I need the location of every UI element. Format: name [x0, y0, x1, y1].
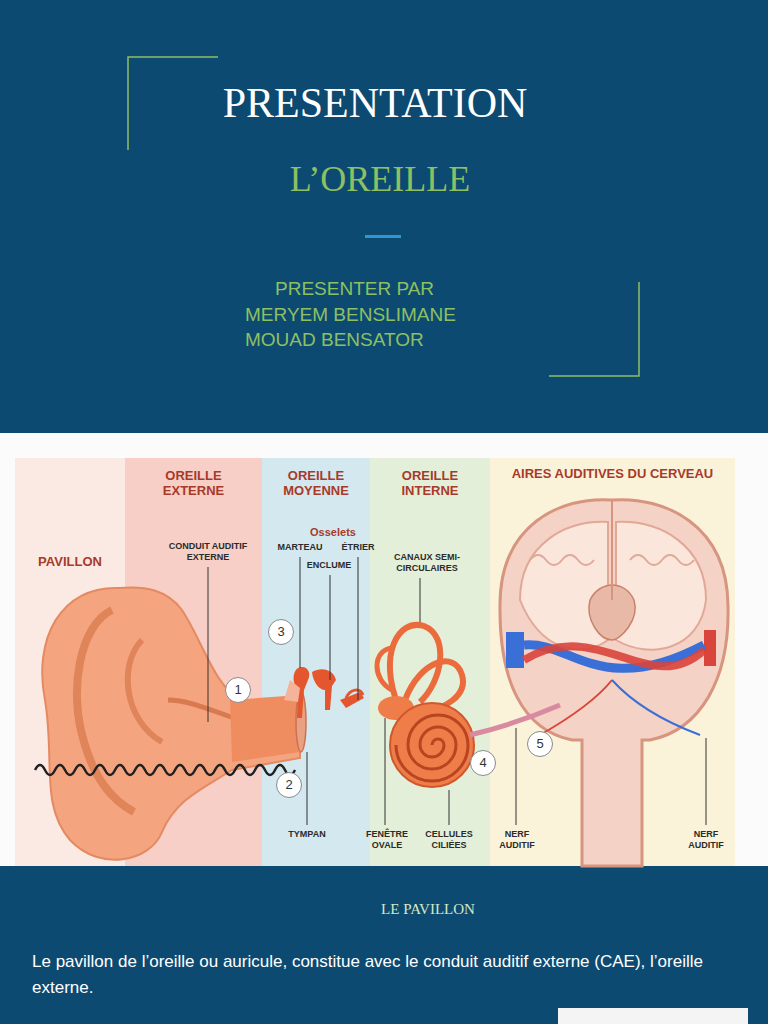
illustration-part: [168, 700, 240, 720]
illustration-part: [490, 458, 735, 866]
illustration-part: [300, 557, 301, 668]
illustration-part: [208, 557, 706, 825]
illustration-part: [704, 630, 716, 666]
illustration-part: [520, 522, 608, 650]
callout-circle: 2: [276, 772, 302, 798]
part-label: ENCLUME: [305, 560, 353, 571]
presenter-name: MERYEM BENSLIMANE: [245, 304, 456, 326]
ear-region-band: PAVILLON: [15, 458, 125, 866]
callout-circle: 3: [268, 619, 294, 645]
illustration-part: [582, 740, 642, 866]
illustration-part: [370, 458, 490, 866]
illustration-part: [612, 680, 700, 735]
subtitle: L’OREILLE: [230, 159, 530, 199]
part-label: MARTEAU: [275, 542, 325, 553]
illustration-part: [558, 1008, 748, 1024]
illustration-part: [420, 578, 421, 622]
part-label: CELLULES CILIÉES: [421, 829, 477, 851]
part-label: TYMPAN: [282, 829, 332, 840]
part-label: ÉTRIER: [336, 542, 380, 553]
illustration-part: [611, 500, 613, 600]
section-heading: LE PAVILLON: [328, 900, 528, 918]
illustration-part: [706, 738, 707, 825]
illustration-part: [500, 500, 728, 866]
callout-number: 5: [536, 737, 543, 751]
illustration-part: [230, 695, 300, 762]
illustration-part: [42, 588, 300, 860]
part-label: CANAUX SEMI-CIRCULAIRES: [379, 552, 475, 574]
illustration-part: [516, 728, 517, 825]
illustration-part: [500, 500, 728, 866]
illustration-part: [396, 715, 468, 781]
illustration-part: [630, 555, 694, 565]
illustration-part: [42, 588, 300, 860]
region-heading: PAVILLON: [20, 554, 120, 569]
illustration-part: [208, 567, 209, 722]
region-heading: OREILLE MOYENNE: [269, 468, 364, 498]
illustration-part: [549, 282, 639, 376]
illustration-part: [358, 557, 359, 700]
illustration-part: [340, 692, 364, 708]
region-heading: OREILLE EXTERNE: [146, 468, 241, 498]
presenter-heading: PRESENTER PAR: [275, 278, 434, 300]
illustration-part: [616, 522, 706, 650]
illustration-part: [0, 433, 768, 866]
callout-number: 3: [277, 625, 284, 639]
callout-number: 2: [285, 778, 292, 792]
region-heading: AIRES AUDITIVES DU CERVEAU: [495, 466, 730, 481]
callout-number: 4: [479, 756, 486, 770]
part-label: NERF AUDITIF: [494, 829, 540, 851]
illustration-part: [284, 680, 300, 702]
part-label: FENÊTRE OVALE: [362, 829, 412, 851]
ear-region-band: OREILLE MOYENNE 2 3: [262, 458, 370, 866]
illustration-part: [262, 458, 370, 866]
ear-region-band: OREILLE EXTERNE 1: [125, 458, 262, 866]
illustration-part: [128, 640, 162, 742]
illustration-part: [365, 235, 401, 238]
illustration-part: [390, 703, 474, 787]
illustration-part: [377, 648, 392, 690]
illustration-part: [524, 645, 704, 669]
illustration-part: [128, 57, 218, 150]
region-heading: OREILLE INTERNE: [383, 468, 478, 498]
callout-circle: 1: [225, 677, 251, 703]
callout-circle: 5: [527, 731, 553, 757]
illustration-part: [312, 669, 336, 710]
illustration-part: [307, 752, 308, 825]
illustration-part: [524, 646, 704, 666]
illustration-part: [77, 610, 134, 812]
illustration-part: [530, 555, 594, 565]
illustration-part: [330, 575, 331, 680]
slide-title: PRESENTATION: [175, 80, 575, 126]
ear-region-band: OREILLE INTERNE 4: [370, 458, 490, 866]
illustration-part: [35, 765, 295, 775]
presenter-name: MOUAD BENSATOR: [245, 329, 424, 351]
callout-number: 1: [234, 683, 241, 697]
body-paragraph: Le pavillon de l’oreille ou auricule, co…: [32, 949, 752, 1001]
illustration-part: [346, 690, 363, 698]
callout-circle: 4: [470, 750, 496, 776]
illustration-part: [385, 718, 386, 825]
ear-region-band: AIRES AUDITIVES DU CERVEAU 5: [490, 458, 735, 866]
part-label: NERF AUDITIF: [683, 829, 729, 851]
illustration-part: [449, 790, 450, 825]
part-label: CONDUIT AUDITIF EXTERNE: [160, 541, 256, 563]
group-label: Osselets: [303, 526, 363, 539]
illustration-part: [506, 632, 524, 668]
illustration-part: [470, 705, 560, 735]
